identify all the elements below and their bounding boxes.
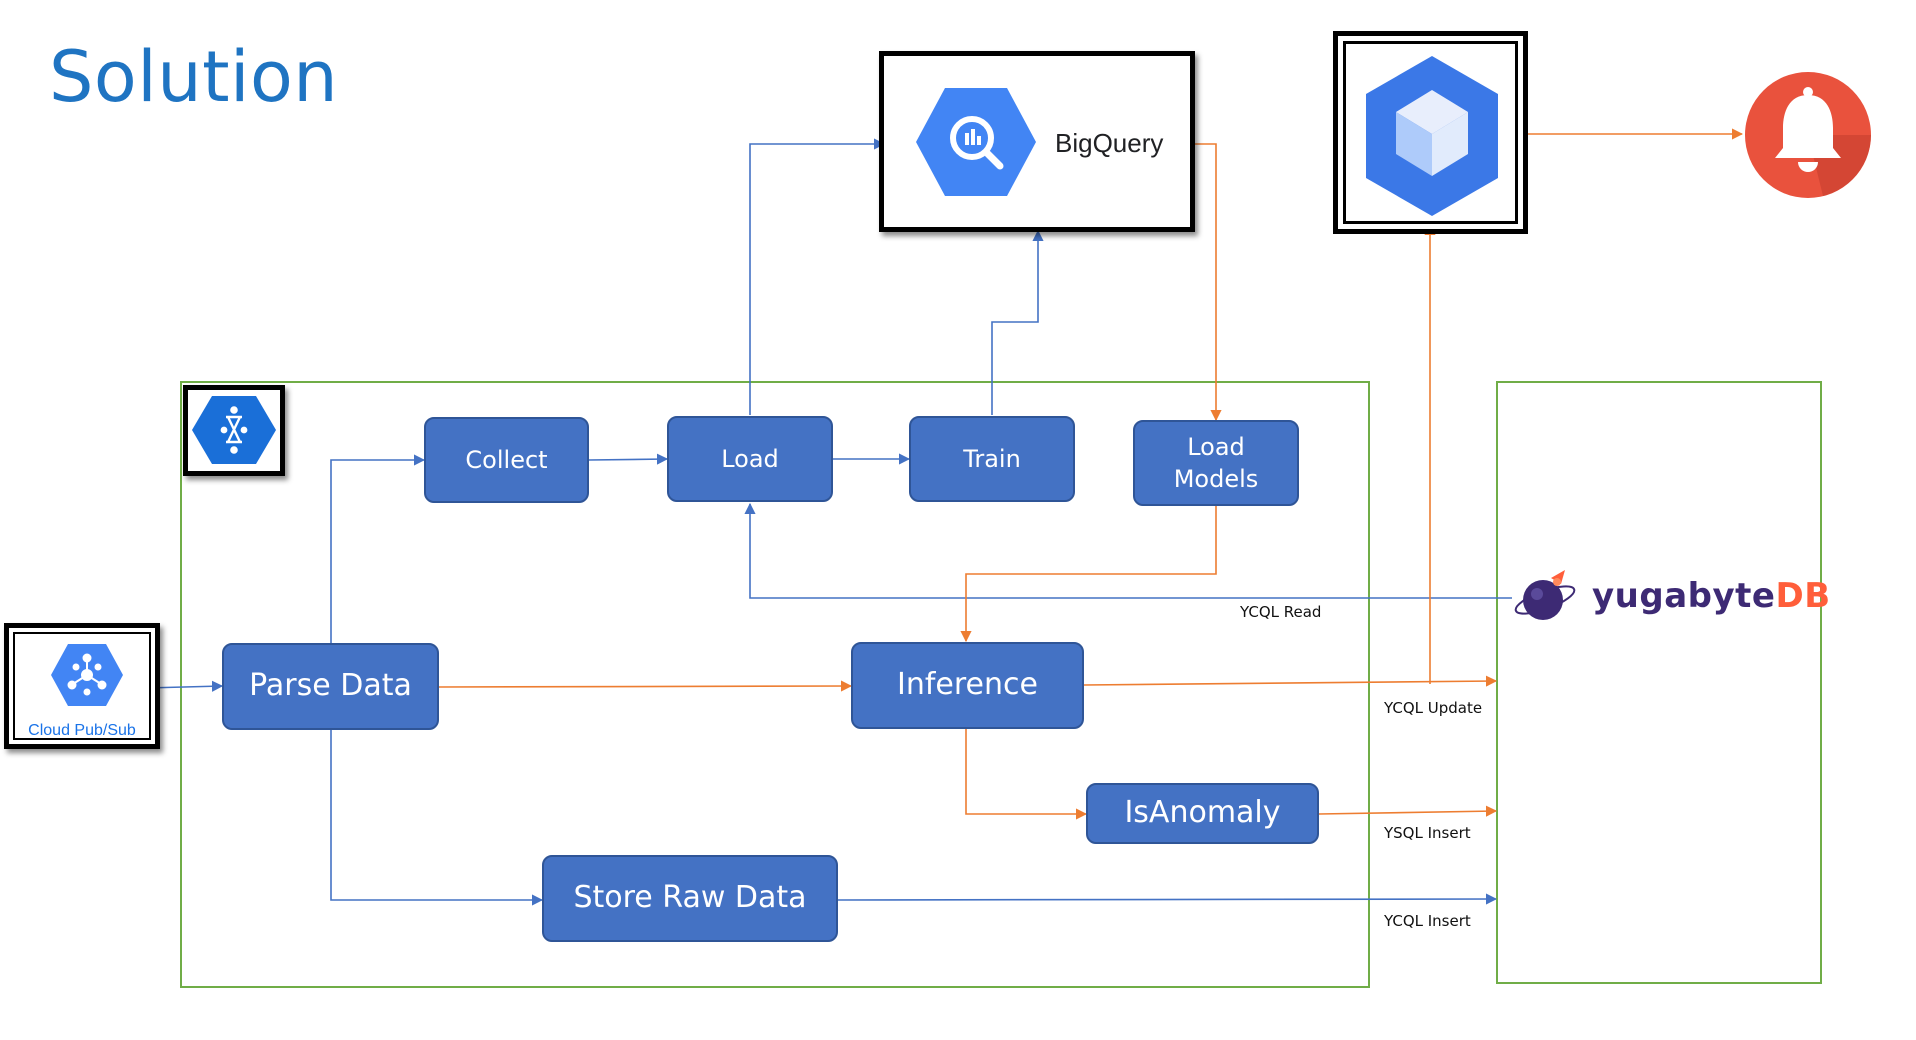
collect-node[interactable]: Collect — [424, 417, 589, 503]
edge-load-models-to-inference — [960, 506, 1217, 643]
edge-ycql-read — [744, 502, 1512, 599]
ycql-insert-label: YCQL Insert — [1384, 912, 1471, 930]
bigquery-label: BigQuery — [1055, 128, 1164, 158]
ai-platform-box[interactable] — [1333, 31, 1528, 234]
dataflow-badge — [183, 385, 285, 476]
ysql-insert-label: YSQL Insert — [1384, 824, 1471, 842]
yugabyte-name: yugabyte — [1592, 576, 1776, 616]
dataflow-pipeline-group — [180, 381, 1370, 988]
pubsub-icon — [51, 644, 123, 706]
isanomaly-node[interactable]: IsAnomaly — [1086, 783, 1319, 844]
edge-bigquery-to-load-models — [1190, 143, 1222, 422]
dataflow-icon — [192, 396, 276, 464]
bigquery-icon — [916, 88, 1036, 196]
edge-inference-to-isanomaly — [965, 729, 1088, 820]
ycql-update-label: YCQL Update — [1384, 699, 1483, 717]
edge-ysql-insert — [1318, 805, 1498, 817]
edge-parse-to-store — [330, 730, 544, 906]
edge-ycql-update — [1083, 675, 1498, 687]
store-raw-data-node[interactable]: Store Raw Data — [542, 855, 838, 942]
edge-collect-to-load — [588, 453, 669, 465]
bigquery-box[interactable]: BigQuery — [879, 51, 1195, 232]
parse-data-node[interactable]: Parse Data — [222, 643, 439, 730]
yugabyte-db-suffix: DB — [1775, 576, 1831, 616]
edge-train-to-bigquery — [991, 229, 1044, 415]
pubsub-source[interactable]: Cloud Pub/Sub — [4, 623, 160, 749]
yugabyte-planet-icon — [1514, 570, 1576, 620]
load-models-node[interactable]: Load Models — [1133, 420, 1299, 506]
train-node[interactable]: Train — [909, 416, 1075, 502]
bell-icon — [1745, 72, 1871, 198]
inference-node[interactable]: Inference — [851, 642, 1084, 729]
ai-platform-icon — [1366, 56, 1498, 216]
edge-parse-to-inference — [438, 680, 853, 692]
page-title: Solution — [49, 36, 339, 118]
edge-load-to-bigquery — [749, 138, 886, 415]
load-node[interactable]: Load — [667, 416, 833, 502]
edge-ycql-insert — [837, 893, 1498, 905]
ycql-read-label: YCQL Read — [1240, 603, 1322, 621]
yugabyte-logo-text: yugabyteDB — [1592, 576, 1831, 616]
edge-parse-to-collect — [330, 454, 426, 643]
pubsub-label: Cloud Pub/Sub — [28, 722, 136, 739]
